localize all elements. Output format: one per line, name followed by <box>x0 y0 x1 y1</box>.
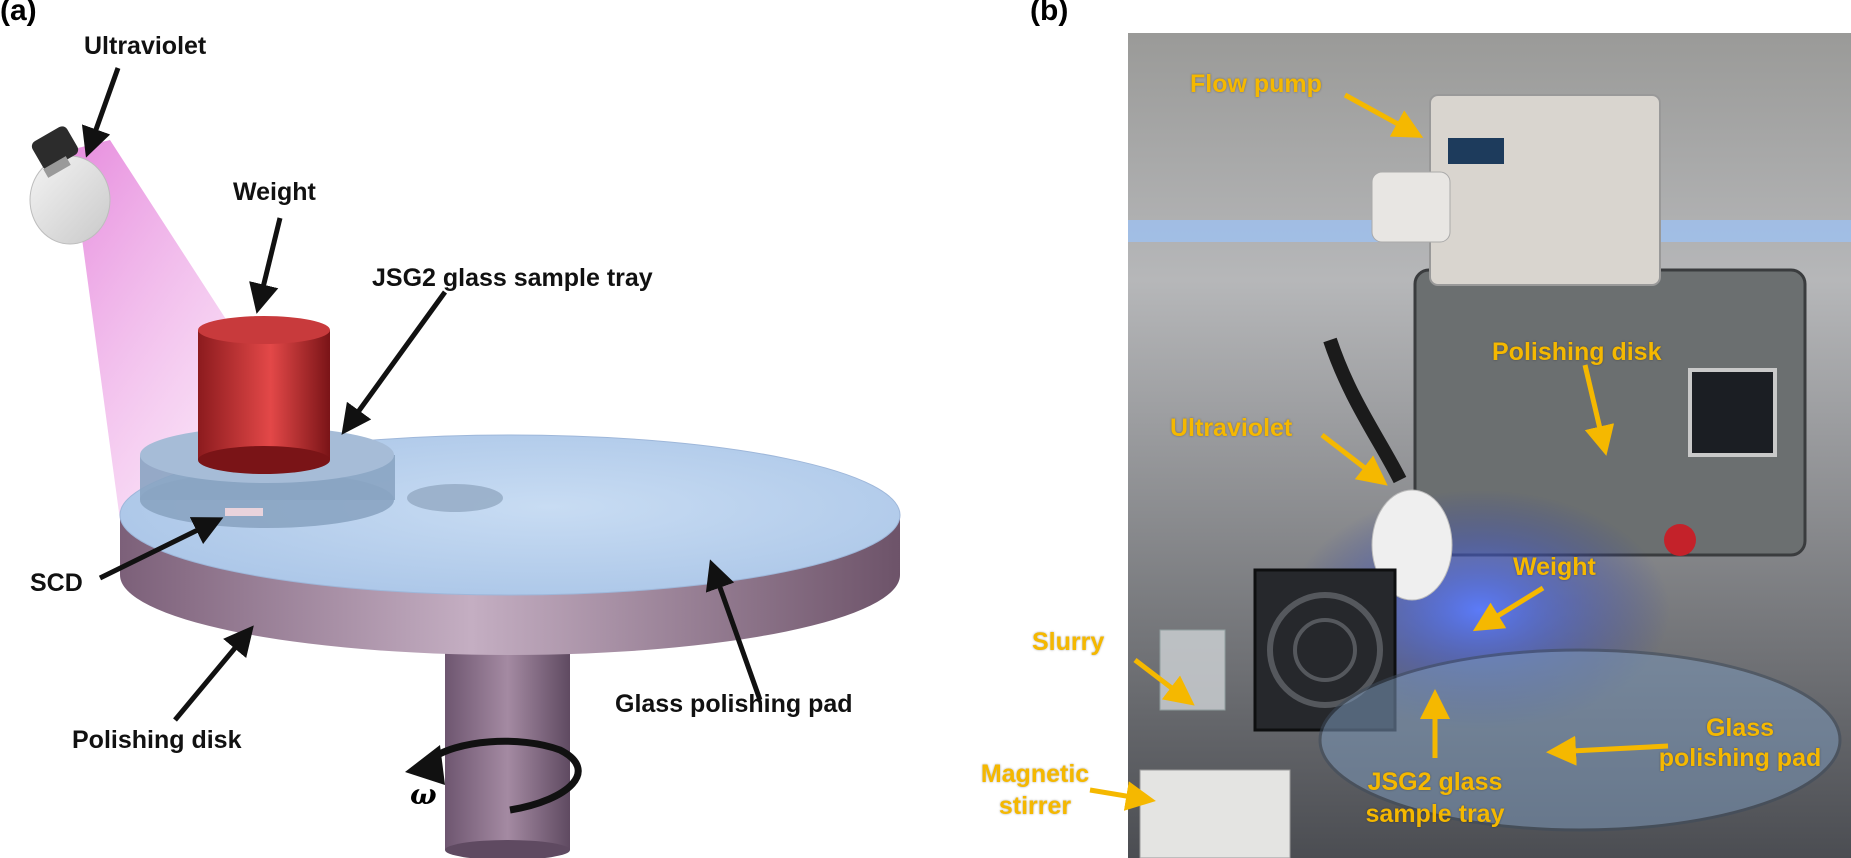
label-glass-pad-b-line2: polishing pad <box>1658 744 1822 772</box>
slurry-beaker <box>1159 629 1226 711</box>
label-glass-pad-b-line1: Glass <box>1705 714 1775 742</box>
rotation-arrow-icon <box>405 737 582 814</box>
label-magnetic-line2: stirrer <box>998 792 1072 820</box>
panel-b-label: (b) <box>1030 0 1069 27</box>
label-polishing-disk-b: Polishing disk <box>1492 338 1662 366</box>
weight-cylinder <box>198 330 330 460</box>
polishing-disk-rim <box>120 515 900 655</box>
scd-sample <box>225 508 263 516</box>
panel-b-arrows <box>1089 92 1669 811</box>
label-ultraviolet-b: Ultraviolet <box>1170 414 1293 442</box>
label-glass-pad-a: Glass polishing pad <box>615 690 853 718</box>
glass-pad-photo <box>1318 648 1842 832</box>
label-tray-b-line1: JSG2 glass <box>1367 768 1503 796</box>
flow-pump <box>1429 94 1661 286</box>
panel-a-arrows <box>81 67 763 722</box>
label-tray-a: JSG2 glass sample tray <box>372 264 653 292</box>
uv-bulb-icon <box>29 126 111 245</box>
label-magnetic-line1: Magnetic <box>980 760 1090 788</box>
omega-symbol: ω <box>410 778 437 811</box>
control-screen <box>1688 368 1777 457</box>
panel-a-label: (a) <box>0 0 37 27</box>
label-tray-b-line2: sample tray <box>1365 800 1505 828</box>
label-weight-a: Weight <box>233 178 316 206</box>
label-ultraviolet-a: Ultraviolet <box>84 32 207 60</box>
label-weight-b: Weight <box>1513 553 1596 581</box>
label-slurry: Slurry <box>1032 628 1105 656</box>
label-scd: SCD <box>30 569 83 597</box>
label-flow-pump: Flow pump <box>1190 70 1322 98</box>
magnetic-stirrer <box>1139 769 1291 858</box>
label-polishing-disk-a: Polishing disk <box>72 726 242 754</box>
